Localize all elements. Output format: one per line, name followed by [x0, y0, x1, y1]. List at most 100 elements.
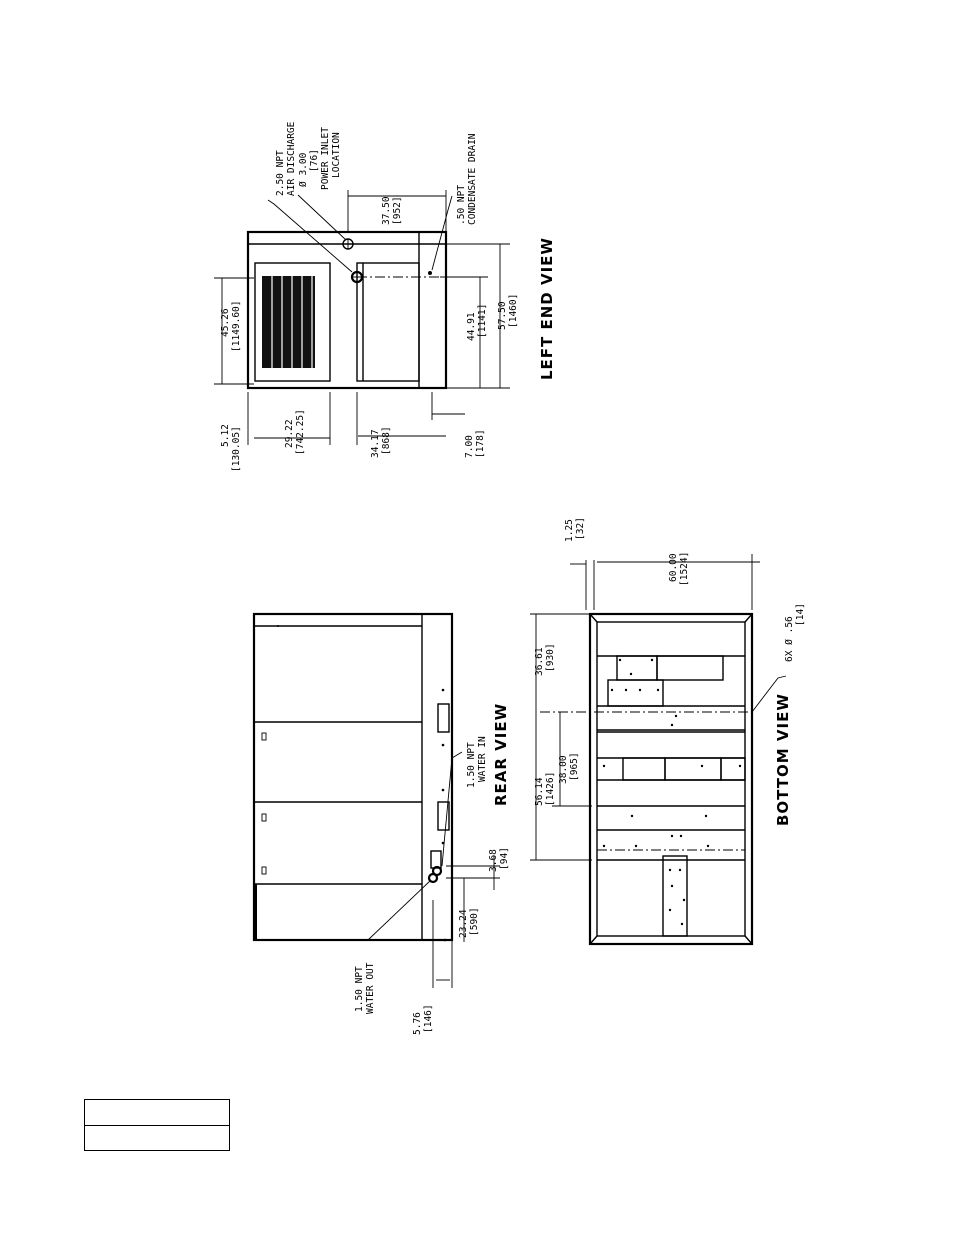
dim-3-68-metric: [94] [499, 847, 510, 870]
access-panel [356, 262, 420, 382]
svg-text:[14]: [14] [795, 603, 806, 626]
rear-view [252, 612, 500, 988]
grille-panel [254, 262, 331, 382]
title-block-row-1 [85, 1100, 229, 1125]
svg-text:POWER INLET: POWER INLET [320, 127, 331, 190]
water-in-label-1: 1.50 NPT [466, 742, 477, 788]
water-in-label-2: WATER IN [477, 736, 488, 782]
svg-text:44.91: 44.91 [466, 312, 477, 341]
dim-56-14-metric: [1426] [545, 772, 556, 806]
svg-text:1.50 NPT: 1.50 NPT [354, 966, 365, 1012]
svg-text:[868]: [868] [381, 426, 392, 455]
air-discharge-label-2: AIR DISCHARGE [286, 121, 297, 196]
dim-34-17: 34.17 [370, 429, 381, 458]
svg-text:[1141]: [1141] [477, 304, 488, 338]
dim-1-25-metric: [32] [575, 517, 586, 540]
svg-text:[952]: [952] [392, 196, 403, 225]
svg-text:[178]: [178] [475, 429, 486, 458]
title-block [84, 1099, 230, 1151]
svg-text:45.26: 45.26 [220, 308, 231, 337]
dim-23-24: 23.24 [458, 909, 469, 938]
dim-5-12-metric: [130.05] [231, 426, 242, 472]
dim-37-50: 37.50 [381, 196, 392, 225]
svg-text:LOCATION: LOCATION [331, 132, 342, 178]
svg-text:[130.05]: [130.05] [231, 426, 242, 472]
dim-5-76: 5.76 [412, 1012, 423, 1035]
svg-text:34.17: 34.17 [370, 429, 381, 458]
svg-text:5.12: 5.12 [220, 424, 231, 447]
dim-45-26: 45.26 [220, 308, 231, 337]
power-inlet-label-2: [76] [309, 149, 320, 172]
svg-text:56.14: 56.14 [534, 777, 545, 806]
svg-text:[590]: [590] [469, 907, 480, 936]
svg-text:LEFT END VIEW: LEFT END VIEW [538, 237, 556, 380]
condensate-drain-point [428, 271, 432, 275]
svg-text:2.50 NPT: 2.50 NPT [275, 150, 286, 196]
holes-label-metric: [14] [795, 603, 806, 626]
rear-opening-lower [437, 801, 450, 831]
svg-text:CONDENSATE DRAIN: CONDENSATE DRAIN [467, 133, 478, 225]
svg-text:[76]: [76] [309, 149, 320, 172]
water-in-box [430, 850, 442, 869]
dim-34-17-metric: [868] [381, 426, 392, 455]
svg-text:29.22: 29.22 [284, 419, 295, 448]
svg-text:[32]: [32] [575, 517, 586, 540]
bottom-view-title: BOTTOM VIEW [774, 693, 792, 826]
dim-5-12: 5.12 [220, 424, 231, 447]
svg-text:[742.25]: [742.25] [295, 409, 306, 455]
air-discharge-label-1: 2.50 NPT [275, 150, 286, 196]
left-end-view-title: LEFT END VIEW [538, 237, 556, 380]
dim-60-00-metric: [1524] [679, 552, 690, 586]
dim-23-24-metric: [590] [469, 907, 480, 936]
dim-29-22: 29.22 [284, 419, 295, 448]
dim-37-50-metric: [952] [392, 196, 403, 225]
dim-57-50: 57.50 [497, 301, 508, 330]
bottom-view [530, 554, 787, 946]
holes-label: 6X Ø .56 [784, 616, 795, 662]
dim-29-22-metric: [742.25] [295, 409, 306, 455]
dim-36-61: 36.61 [534, 647, 545, 676]
dim-5-76-metric: [146] [423, 1004, 434, 1033]
dim-1-25: 1.25 [564, 519, 575, 542]
svg-text:REAR VIEW: REAR VIEW [492, 703, 510, 806]
svg-text:[930]: [930] [545, 643, 556, 672]
svg-text:[1149.60]: [1149.60] [231, 301, 242, 352]
svg-text:36.61: 36.61 [534, 647, 545, 676]
svg-text:[146]: [146] [423, 1004, 434, 1033]
bottom-outline [588, 612, 754, 946]
svg-text:WATER IN: WATER IN [477, 736, 488, 782]
channel-rail [662, 855, 688, 937]
power-inlet-label-3: POWER INLET [320, 127, 331, 190]
svg-text:5.76: 5.76 [412, 1012, 423, 1035]
water-out-fitting [427, 872, 439, 884]
water-out-label-1: 1.50 NPT [354, 966, 365, 1012]
svg-text:3.68: 3.68 [488, 849, 499, 872]
dim-57-50-metric: [1460] [508, 294, 519, 328]
dim-60-00: 60.00 [668, 553, 679, 582]
svg-text:WATER OUT: WATER OUT [365, 962, 376, 1014]
svg-text:BOTTOM VIEW: BOTTOM VIEW [774, 693, 792, 826]
svg-text:[1524]: [1524] [679, 552, 690, 586]
svg-text:57.50: 57.50 [497, 301, 508, 330]
svg-text:38.00: 38.00 [558, 755, 569, 784]
dim-3-68: 3.68 [488, 849, 499, 872]
svg-text:[1460]: [1460] [508, 294, 519, 328]
dim-38-00-metric: [965] [569, 752, 580, 781]
svg-text:.50 NPT: .50 NPT [456, 185, 467, 225]
dim-44-91: 44.91 [466, 312, 477, 341]
dim-7-00: 7.00 [464, 435, 475, 458]
rear-outline [252, 612, 454, 942]
svg-text:1.25: 1.25 [564, 519, 575, 542]
svg-text:1.50 NPT: 1.50 NPT [466, 742, 477, 788]
dim-44-91-metric: [1141] [477, 304, 488, 338]
dim-45-26-metric: [1149.60] [231, 301, 242, 352]
power-inlet-label-4: LOCATION [331, 132, 342, 178]
condensate-label-2: CONDENSATE DRAIN [467, 133, 478, 225]
svg-text:60.00: 60.00 [668, 553, 679, 582]
svg-text:[94]: [94] [499, 847, 510, 870]
rear-opening-upper [437, 703, 450, 733]
svg-text:7.00: 7.00 [464, 435, 475, 458]
dim-38-00: 38.00 [558, 755, 569, 784]
water-out-label-2: WATER OUT [365, 962, 376, 1014]
dim-36-61-metric: [930] [545, 643, 556, 672]
